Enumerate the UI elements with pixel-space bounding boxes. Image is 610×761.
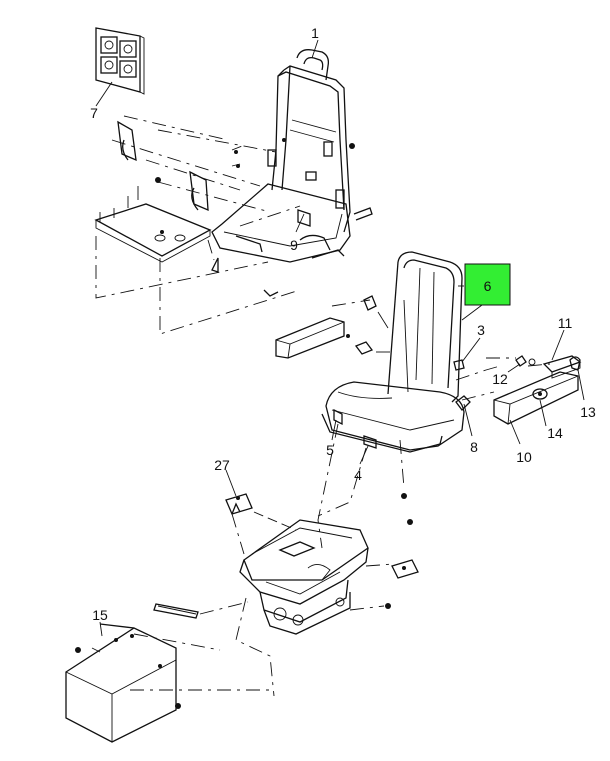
end-cap-part[interactable] (569, 356, 581, 371)
explosion-lines-upper (95, 115, 301, 335)
label-decal-part[interactable] (95, 27, 145, 107)
mount-bracket-part[interactable] (225, 493, 253, 515)
callout-labels: 1 7 9 3 11 12 13 14 10 8 5 4 27 15 (90, 25, 596, 623)
callout-7: 7 (90, 105, 98, 121)
callout-13: 13 (580, 404, 596, 420)
pivot-bolt-part[interactable] (486, 355, 551, 367)
callout-14: 14 (547, 425, 563, 441)
callout-6-highlight[interactable]: 6 (464, 263, 511, 306)
callout-9: 9 (290, 237, 298, 253)
callout-6: 6 (484, 278, 492, 294)
suspension-base-part[interactable] (153, 513, 419, 697)
callout-11: 11 (558, 315, 573, 331)
seat-assembly-part[interactable] (321, 251, 471, 453)
callout-27: 27 (214, 457, 230, 473)
callout-5: 5 (326, 442, 334, 458)
cushion-bracket-parts[interactable] (94, 120, 212, 263)
leader-lines (99, 39, 585, 637)
callout-8: 8 (470, 439, 478, 455)
callout-1: 1 (311, 25, 319, 41)
storage-box-part[interactable] (65, 623, 270, 743)
left-armrest-part[interactable] (275, 295, 394, 359)
callout-10: 10 (516, 449, 532, 465)
callout-15: 15 (92, 607, 108, 623)
adjust-knob-part[interactable] (532, 388, 548, 400)
callout-4: 4 (354, 467, 362, 483)
right-armrest-part[interactable] (493, 371, 579, 425)
explosion-lines-middle (253, 365, 501, 549)
callout-12: 12 (492, 371, 508, 387)
seat-back-frame-part[interactable] (211, 49, 373, 297)
callout-3: 3 (477, 322, 485, 338)
